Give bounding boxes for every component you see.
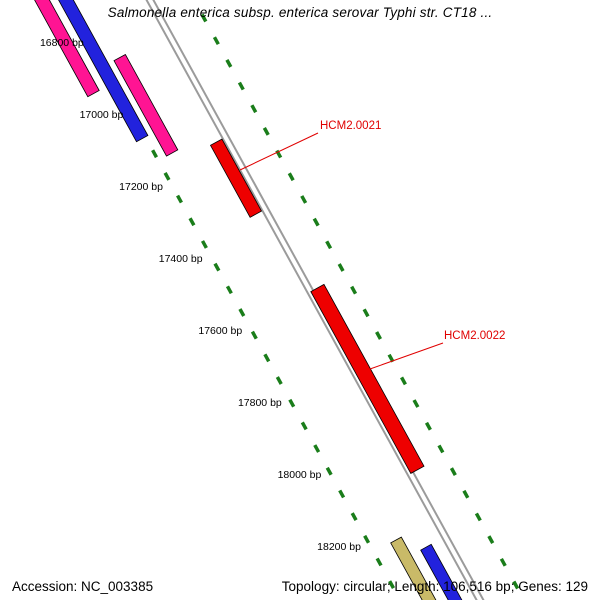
gc-ticks-left-dash	[325, 466, 333, 476]
feature-cds-blue-downstream[interactable]	[420, 543, 495, 600]
gc-ticks-right-dash	[262, 127, 270, 136]
gc-ticks-left-dash	[375, 557, 383, 567]
gc-ticks-left-dash	[388, 580, 396, 589]
gc-ticks-right-dash	[312, 217, 320, 227]
gc-ticks-right-dash	[437, 444, 445, 454]
gc-ticks-right-dash	[300, 195, 308, 204]
gc-ticks-right-dash	[412, 399, 420, 408]
gc-ticks-left-dash	[363, 534, 371, 544]
gc-ticks-right-dash	[287, 172, 295, 182]
gc-ticks-left-dash	[275, 376, 283, 385]
feature-cds-tan-downstream[interactable]	[390, 536, 465, 600]
feature-cds-pink-upstream-1[interactable]	[0, 0, 100, 98]
status-bar: Accession: NC_003385 Topology: circular;…	[0, 579, 600, 600]
gc-ticks-right-dash	[499, 557, 507, 567]
feature-label-0[interactable]: HCM2.0021	[320, 120, 382, 132]
gc-ticks-left-dash	[225, 285, 233, 295]
gc-ticks-right-dash	[462, 489, 470, 499]
status-accession: Accession: NC_003385	[12, 579, 154, 594]
gc-ticks-right-dash	[200, 13, 208, 23]
feature-cds-blue-upstream[interactable]	[48, 0, 149, 143]
gc-ticks-right-dash	[400, 376, 407, 386]
gc-ticks-left-dash	[213, 262, 221, 272]
gc-ticks-left-dash	[238, 308, 246, 317]
gc-ticks-left-dash	[288, 398, 296, 408]
gc-ticks-left-dash	[176, 194, 183, 204]
gc-ticks-left-dash	[350, 512, 358, 521]
gc-ticks-left-dash	[200, 240, 208, 249]
feature-label-1[interactable]: HCM2.0022	[444, 330, 506, 342]
gc-ticks-right-dash	[424, 421, 432, 431]
gc-ticks-left-dash	[250, 330, 258, 340]
gc-ticks-right-dash	[512, 580, 520, 590]
feature-HCM2.0021[interactable]	[209, 138, 263, 218]
feature-label-leader-0	[239, 132, 319, 171]
feature-cds-pink-upstream-2[interactable]	[113, 53, 179, 157]
feature-HCM2.0022[interactable]	[310, 283, 425, 474]
map-title: Salmonella enterica subsp. enterica sero…	[107, 5, 493, 20]
gc-ticks-right-dash	[487, 535, 495, 544]
gc-ticks-right-dash	[337, 263, 345, 272]
gc-ticks-left-dash	[313, 444, 321, 453]
gc-ticks-right-dash	[237, 81, 245, 91]
gc-ticks-right-dash	[325, 240, 333, 250]
gc-ticks-left-dash	[163, 172, 171, 181]
gc-ticks-left-dash	[188, 217, 196, 227]
gc-ticks-right-dash	[250, 104, 258, 114]
gc-ticks-right-dash	[449, 467, 457, 476]
gc-ticks-right-dash	[362, 308, 370, 318]
gc-ticks-right-dash	[225, 59, 233, 68]
gc-ticks-left-dash	[263, 353, 271, 363]
gc-ticks-right-dash	[375, 331, 382, 340]
gc-ticks-left-dash	[151, 149, 159, 159]
feature-label-leader-1	[369, 342, 444, 370]
gc-ticks-left-dash	[300, 421, 308, 431]
gc-ticks-right-dash	[474, 512, 482, 522]
gc-ticks-right-dash	[350, 285, 358, 295]
status-summary: Topology: circular; Length: 106,516 bp; …	[281, 579, 588, 594]
gc-ticks-right-dash	[212, 36, 220, 46]
gc-ticks-left-dash	[338, 489, 346, 499]
